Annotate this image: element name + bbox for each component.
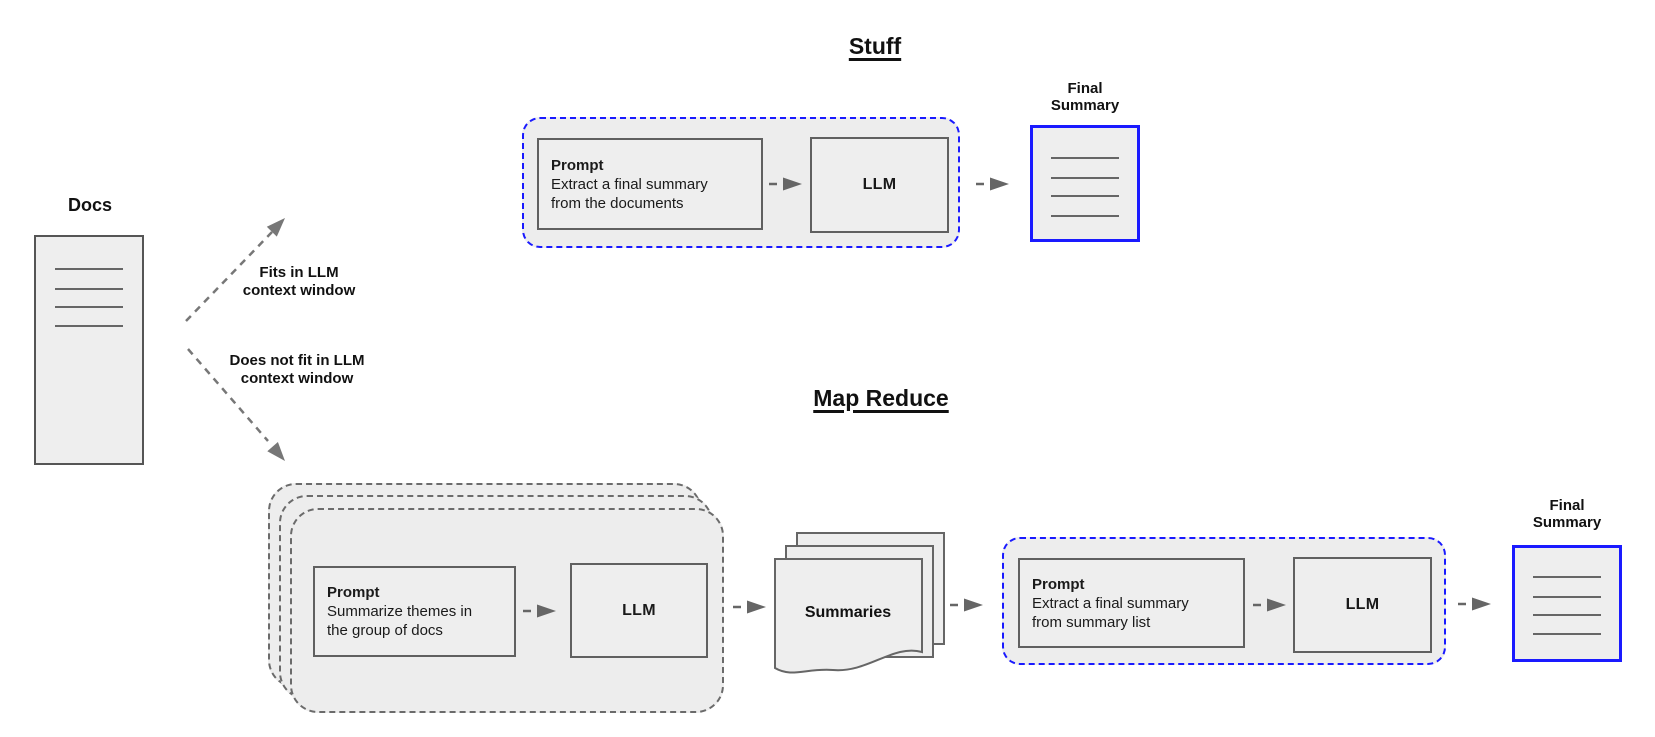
stuff-section-title: Stuff (848, 33, 902, 59)
map-reduce-final-summary-icon (1512, 545, 1622, 662)
map-prompt-box: Prompt Summarize themes in the group of … (313, 566, 516, 657)
stuff-llm-box: LLM (810, 137, 949, 233)
doc-text-line (1051, 195, 1119, 197)
reduce-prompt-heading: Prompt (1032, 575, 1085, 593)
stuff-final-line1: Final (1067, 80, 1103, 97)
reduce-prompt-line2: from summary list (1032, 613, 1151, 631)
docs-document-icon (34, 235, 144, 465)
stuff-prompt-heading: Prompt (551, 156, 604, 174)
doc-text-line (1051, 177, 1119, 179)
not-fit-branch-line2: context window (240, 370, 354, 387)
map-reduce-final-line1: Final (1549, 497, 1585, 514)
doc-text-line (1051, 157, 1119, 159)
stuff-final-line2: Summary (1050, 97, 1120, 114)
stuff-prompt-line2: from the documents (551, 194, 684, 212)
not-fit-branch-label: Does not fit in LLM context window (207, 352, 387, 388)
fits-branch-line1: Fits in LLM (259, 264, 339, 281)
stuff-prompt-box: Prompt Extract a final summary from the … (537, 138, 763, 230)
not-fit-branch-line1: Does not fit in LLM (229, 352, 365, 369)
reduce-llm-box: LLM (1293, 557, 1432, 653)
reduce-llm-label: LLM (1345, 596, 1380, 613)
doc-text-line (1533, 614, 1601, 616)
reduce-prompt-line1: Extract a final summary (1032, 594, 1189, 612)
map-prompt-line1: Summarize themes in (327, 603, 473, 620)
docs-label: Docs (67, 195, 112, 215)
map-reduce-section-title: Map Reduce (813, 385, 949, 411)
doc-text-line (1051, 215, 1119, 217)
summaries-label: Summaries (804, 604, 892, 621)
stuff-final-summary-icon (1030, 125, 1140, 242)
map-reduce-final-summary-label: Final Summary (1507, 497, 1627, 531)
doc-text-line (55, 325, 123, 327)
map-llm-label: LLM (622, 601, 656, 619)
doc-text-line (55, 306, 123, 308)
stuff-prompt-line1: Extract a final summary (551, 175, 708, 193)
doc-text-line (55, 268, 123, 270)
fits-branch-label: Fits in LLM context window (219, 264, 379, 300)
doc-text-line (1533, 596, 1601, 598)
map-llm-box: LLM (570, 563, 708, 658)
doc-text-line (1533, 576, 1601, 578)
map-reduce-final-line2: Summary (1532, 514, 1602, 531)
map-prompt-heading: Prompt (327, 584, 380, 601)
stuff-final-summary-label: Final Summary (1025, 80, 1145, 114)
doc-text-line (55, 288, 123, 290)
stuff-llm-label: LLM (862, 176, 897, 193)
doc-text-line (1533, 633, 1601, 635)
reduce-prompt-box: Prompt Extract a final summary from summ… (1018, 558, 1245, 648)
map-prompt-line2: the group of docs (327, 622, 443, 639)
fits-branch-line2: context window (242, 282, 356, 299)
